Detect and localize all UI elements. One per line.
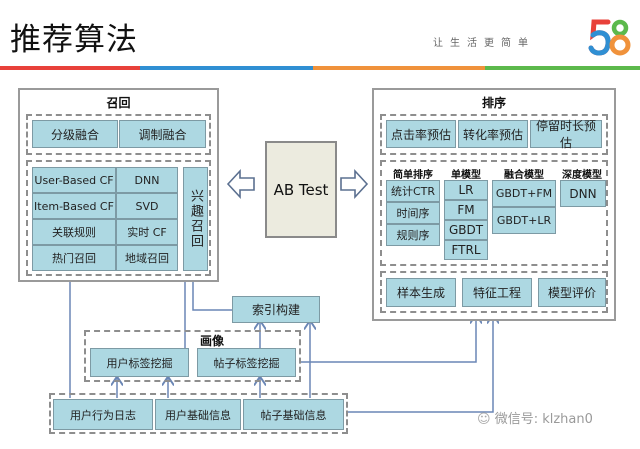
model-box: DNN: [560, 180, 606, 207]
fusion-box: 分级融合: [32, 120, 118, 148]
model-box: 时间序: [386, 202, 440, 224]
source-box: 帖子基础信息: [243, 399, 344, 430]
ranking-title: 排序: [481, 96, 506, 110]
color-strip-orange: [313, 66, 485, 70]
profile-box: 帖子标签挖掘: [197, 348, 296, 377]
arrow-postinfo-to-feature: [348, 316, 493, 413]
profile-title: 画像: [192, 332, 232, 349]
estimate-box: 点击率预估: [386, 120, 456, 148]
fusion-box: 调制融合: [119, 120, 206, 148]
wechat-icon: ☺: [477, 412, 491, 427]
recall-method: User-Based CF: [32, 167, 116, 193]
color-strip-blue: [140, 66, 313, 70]
model-group-title: 单模型: [451, 170, 481, 181]
recall-methods-group: User-Based CF DNN Item-Based CF SVD 关联规则…: [26, 160, 211, 276]
ranking-estimates-group: 点击率预估 转化率预估 停留时长预估: [380, 114, 608, 155]
ranking-panel: 排序 点击率预估 转化率预估 停留时长预估 简单排序 单模型 融合模型 深度模型…: [372, 88, 616, 321]
ranking-pipeline-group: 样本生成 特征工程 模型评价: [380, 271, 608, 313]
pipeline-box: 样本生成: [386, 278, 456, 307]
recall-title: 召回: [106, 96, 131, 110]
arrow-profile-to-feature: [301, 316, 476, 363]
model-box: FTRL: [444, 240, 488, 260]
profile-group: 画像 用户标签挖掘 帖子标签挖掘: [84, 330, 301, 382]
source-box: 用户基础信息: [155, 399, 241, 430]
model-box: GBDT: [444, 220, 488, 240]
recall-method: 热门召回: [32, 245, 116, 271]
color-strip-green: [485, 66, 640, 70]
sources-group: 用户行为日志 用户基础信息 帖子基础信息: [49, 393, 348, 434]
recall-method: SVD: [116, 193, 178, 219]
page-title: 推荐算法: [10, 22, 138, 58]
estimate-box: 转化率预估: [458, 120, 528, 148]
arrow-right-icon: [340, 168, 369, 200]
watermark: ☺ 微信号: klzhan0: [477, 408, 593, 427]
model-group-title: 融合模型: [504, 170, 544, 181]
model-box: LR: [444, 180, 488, 200]
arrow-index-to-recall: [193, 274, 232, 311]
source-box: 用户行为日志: [53, 399, 153, 430]
watermark-text: 微信号: klzhan0: [494, 412, 593, 427]
recall-method: 地域召回: [116, 245, 178, 271]
model-box: 统计CTR: [386, 180, 440, 202]
color-strip-red: [0, 66, 140, 70]
ab-test-box: AB Test: [265, 141, 337, 238]
model-box: GBDT+LR: [492, 207, 556, 234]
estimate-box: 停留时长预估: [530, 119, 602, 150]
profile-box: 用户标签挖掘: [90, 348, 189, 377]
arrow-left-icon: [226, 168, 255, 200]
pipeline-box: 特征工程: [462, 278, 532, 307]
ranking-models-group: 简单排序 单模型 融合模型 深度模型 统计CTR 时间序 规则序 LR FM G…: [380, 160, 608, 266]
recall-fusion-group: 分级融合 调制融合: [26, 114, 211, 155]
model-box: FM: [444, 200, 488, 220]
logo-58-icon: [588, 16, 632, 60]
interest-recall-box: 兴趣召回: [183, 167, 208, 271]
pipeline-box: 模型评价: [538, 278, 606, 307]
index-build-box: 索引构建: [232, 296, 320, 323]
slogan: 让生活更简单: [433, 38, 535, 49]
recall-method: DNN: [116, 167, 178, 193]
recall-method: 关联规则: [32, 219, 116, 245]
recall-panel: 召回 分级融合 调制融合 User-Based CF DNN Item-Base…: [18, 88, 219, 282]
recall-method: Item-Based CF: [32, 193, 116, 219]
model-group-title: 简单排序: [393, 170, 433, 181]
model-box: GBDT+FM: [492, 180, 556, 207]
model-group-title: 深度模型: [562, 170, 602, 181]
model-box: 规则序: [386, 224, 440, 246]
recall-method: 实时 CF: [116, 219, 178, 245]
